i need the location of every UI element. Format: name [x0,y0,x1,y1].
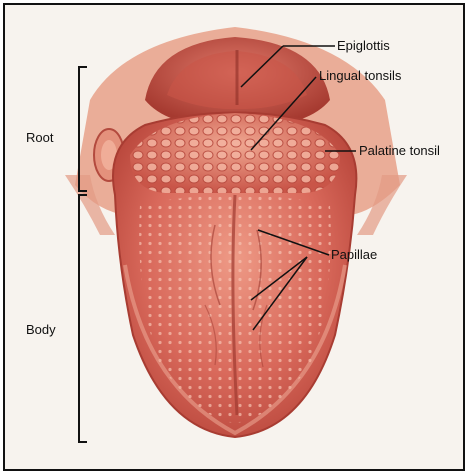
label-body: Body [26,322,56,337]
diagram-frame: Epiglottis Lingual tonsils Palatine tons… [3,3,465,471]
tongue-illustration [65,27,407,443]
label-lingual-tonsils: Lingual tonsils [319,68,402,83]
root-bracket [78,66,87,192]
body-bracket [78,194,87,443]
label-palatine-tonsil: Palatine tonsil [359,143,440,158]
leader-lines [240,45,356,331]
label-root: Root [26,130,54,145]
label-papillae: Papillae [331,247,378,262]
label-epiglottis: Epiglottis [337,38,390,53]
